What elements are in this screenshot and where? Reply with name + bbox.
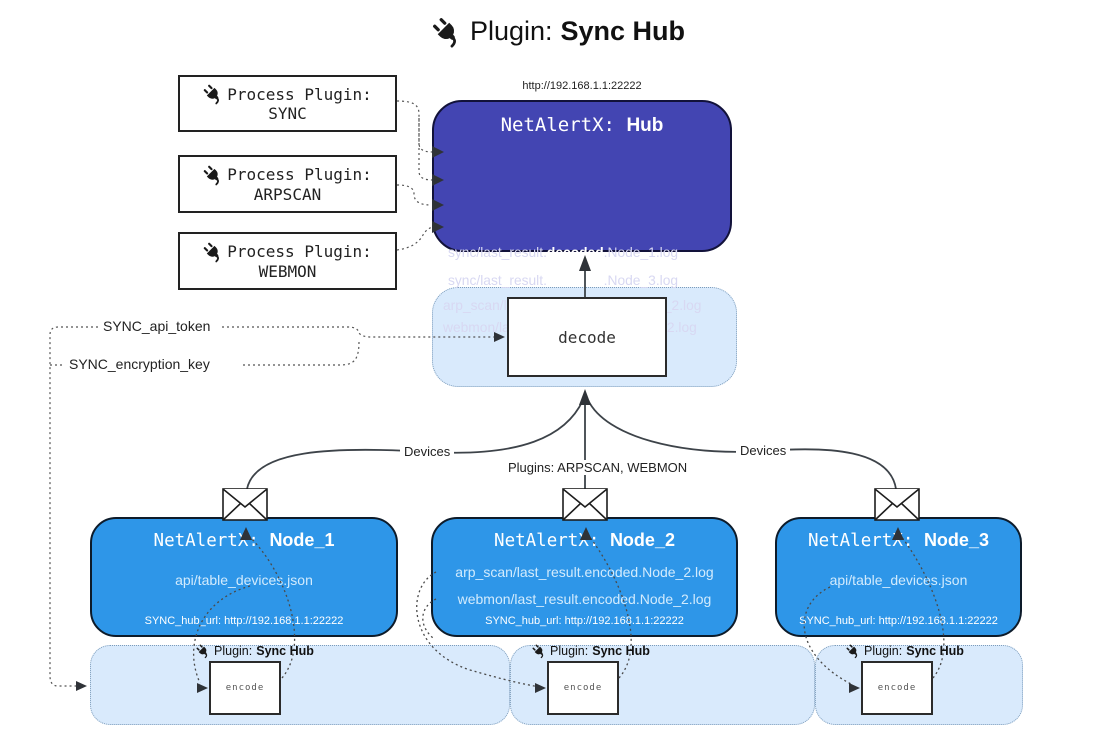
- plug-icon: [193, 641, 213, 661]
- encode-panel-title: Plugin:Sync Hub: [846, 644, 964, 658]
- edge-webmon-to-hub: [396, 226, 434, 251]
- envelope-icon: [874, 488, 920, 521]
- encode-box: encode: [209, 661, 281, 715]
- node-hub-url: SYNC_hub_url: http://192.168.1.1:22222: [144, 615, 344, 627]
- plug-icon: [529, 641, 549, 661]
- plug-icon: [199, 80, 227, 108]
- plug-icon: [199, 237, 227, 265]
- plug-icon: [199, 160, 227, 188]
- page-title-prefix: Plugin:: [469, 16, 553, 46]
- decode-box: decode: [507, 297, 667, 377]
- page-title-name: Sync Hub: [560, 16, 686, 46]
- plug-icon: [426, 10, 468, 52]
- page-title: Plugin: Sync Hub: [0, 16, 1117, 47]
- sync-encryption-key-label: SYNC_encryption_key: [66, 356, 213, 372]
- envelope-icon: [222, 488, 268, 521]
- hub-log-line: sync/last_result.decoded.Node_3.log: [448, 273, 679, 288]
- hub-title-app: NetAlertX:: [500, 114, 627, 136]
- process-plugin-box-sync: Process Plugin: SYNC: [178, 75, 397, 132]
- encode-box: encode: [547, 661, 619, 715]
- node-hub-url: SYNC_hub_url: http://192.168.1.1:22222: [485, 615, 684, 627]
- arrow-up: [579, 389, 591, 405]
- process-plugin-label: Process Plugin:: [227, 84, 372, 104]
- plug-icon: [843, 641, 863, 661]
- edge-label-devices-left: Devices: [400, 444, 455, 459]
- hub-box: NetAlertX: Hub sync/last_result.decoded.…: [432, 100, 732, 335]
- process-plugin-box-webmon: Process Plugin: WEBMON: [178, 232, 397, 290]
- encode-box: encode: [861, 661, 933, 715]
- encode-panel-title: Plugin:Sync Hub: [532, 644, 650, 658]
- node-box-node1: NetAlertX: Node_1 api/table_devices.json…: [90, 517, 398, 637]
- node-hub-url: SYNC_hub_url: http://192.168.1.1:22222: [799, 615, 998, 627]
- process-plugin-box-arpscan: Process Plugin: ARPSCAN: [178, 155, 397, 213]
- hub-log-line: sync/last_result.decoded.Node_1.log: [448, 245, 679, 260]
- edge-label-devices-right: Devices: [736, 443, 791, 458]
- hub-url-label: http://192.168.1.1:22222: [522, 80, 642, 92]
- process-plugin-name: SYNC: [268, 104, 307, 123]
- node-box-node2: NetAlertX: Node_2 arp_scan/last_result.e…: [431, 517, 738, 637]
- node-file-line: webmon/last_result.encoded.Node_2.log: [457, 591, 712, 607]
- hub-title: NetAlertX: Hub: [434, 114, 730, 137]
- edge-sync-to-hub: [396, 100, 434, 181]
- process-plugin-name: WEBMON: [258, 261, 317, 281]
- node-title: NetAlertX: Node_2: [494, 530, 675, 551]
- node-file-line: api/table_devices.json: [175, 572, 313, 588]
- sync-api-token-label: SYNC_api_token: [100, 318, 214, 334]
- process-plugin-label: Process Plugin:: [227, 242, 372, 261]
- node-title: NetAlertX: Node_1: [153, 530, 335, 551]
- node-file-line: api/table_devices.json: [829, 572, 968, 588]
- edge-arpscan-to-hub: [396, 184, 432, 206]
- node-box-node3: NetAlertX: Node_3 api/table_devices.json…: [775, 517, 1022, 637]
- decode-label: decode: [558, 327, 616, 347]
- edge-label-plugins: Plugins: ARPSCAN, WEBMON: [504, 460, 692, 475]
- node-file-line: arp_scan/last_result.encoded.Node_2.log: [455, 564, 714, 580]
- process-plugin-label: Process Plugin:: [227, 165, 372, 184]
- node-title: NetAlertX: Node_3: [808, 530, 989, 551]
- hub-title-name: Hub: [626, 115, 664, 136]
- process-plugin-name: ARPSCAN: [253, 184, 322, 204]
- envelope-icon: [562, 488, 608, 521]
- encode-panel-title: Plugin:Sync Hub: [196, 644, 314, 658]
